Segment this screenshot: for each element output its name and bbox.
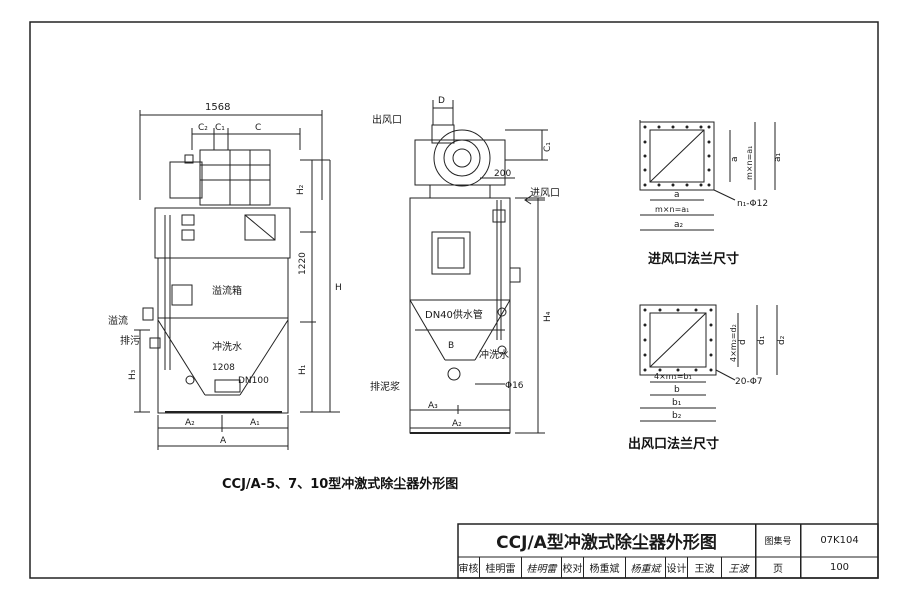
label-sludge: 排泥浆 (370, 380, 400, 393)
dim-h: H (335, 283, 342, 293)
checker-name: 杨重斌 (584, 557, 626, 578)
dim-200: 200 (494, 169, 511, 179)
label-dn40-pipe: DN40供水管 (425, 308, 483, 321)
label-flush-water-side: 冲洗水 (479, 348, 509, 361)
dim-h3: H₃ (128, 369, 138, 380)
label-outlet: 出风口 (372, 113, 402, 126)
dim-1568: 1568 (205, 102, 230, 113)
dim-b: b (674, 385, 680, 395)
dim-1208: 1208 (212, 363, 235, 373)
title-block: CCJ/A型冲激式除尘器外形图 图集号 07K104 审核 桂明雷 桂明雷 校对… (458, 524, 878, 578)
dim-h1: H₁ (298, 364, 308, 375)
dim-c: C (255, 123, 261, 133)
review-label: 审核 (458, 557, 480, 578)
dim-a3-side: A₃ (428, 401, 438, 411)
checker-signature: 杨重斌 (626, 557, 666, 578)
dim-1220: 1220 (298, 252, 308, 275)
label-outlet-holes: 20-Φ7 (735, 377, 763, 387)
dim-a1-inlet: a₁ (773, 152, 783, 162)
dim-h2: H₂ (296, 184, 306, 195)
dim-d-mn: 4×m₂=d₂ (729, 324, 738, 362)
outlet-flange-holes (643, 308, 713, 372)
label-dn100: DN100 (238, 376, 269, 386)
reviewer-name: 桂明雷 (480, 557, 522, 578)
front-view (134, 110, 340, 450)
dim-a-front: A (220, 436, 227, 446)
dim-b: B (448, 341, 454, 351)
dim-d: D (438, 96, 445, 106)
page-number: 100 (829, 562, 850, 573)
designer-signature: 王波 (722, 557, 756, 578)
atlas-number: 07K104 (820, 535, 859, 546)
label-drain: 排污 (120, 334, 140, 347)
dim-mn-inlet: m×n=a₁ (745, 146, 754, 180)
inlet-flange (639, 120, 776, 231)
dim-c1: C₁ (215, 123, 225, 133)
main-caption: CCJ/A-5、7、10型冲激式除尘器外形图 (222, 477, 459, 492)
check-label: 校对 (562, 557, 584, 578)
reviewer-signature: 桂明雷 (522, 557, 562, 578)
design-label: 设计 (666, 557, 688, 578)
dim-c2: C₂ (198, 123, 208, 133)
drawing-frame (29, 21, 879, 579)
dim-a2-inlet: a₂ (674, 220, 684, 230)
dim-a-inlet: a (730, 156, 740, 162)
dim-d1: d₁ (757, 335, 767, 345)
dim-b1: b₁ (672, 398, 682, 408)
outlet-flange (639, 304, 778, 422)
label-flush-water: 冲洗水 (212, 340, 242, 353)
designer-name: 王波 (688, 557, 722, 578)
label-inlet: 进风口 (530, 187, 560, 199)
dim-c1-side: C₁ (543, 142, 553, 152)
title-block-lines (457, 523, 879, 579)
dim-a1-front: A₁ (250, 418, 260, 428)
dim-mn-bottom-inlet: m×n=a₁ (655, 205, 689, 214)
dim-h4: H₄ (543, 311, 553, 322)
label-overflow: 溢流 (108, 314, 128, 327)
label-phi16: Φ16 (505, 381, 524, 391)
inlet-flange-caption: 进风口法兰尺寸 (648, 252, 740, 267)
label-overflow-box: 溢流箱 (212, 284, 242, 297)
dim-d2: d₂ (777, 335, 787, 345)
page-label: 页 (756, 557, 801, 578)
dim-a2-front: A₂ (185, 418, 195, 428)
side-view (409, 100, 548, 434)
outlet-flange-caption: 出风口法兰尺寸 (628, 437, 720, 452)
inlet-flange-holes (643, 125, 711, 187)
dim-b2: b₂ (672, 411, 682, 421)
drawing-title: CCJ/A型冲激式除尘器外形图 (458, 524, 756, 557)
dim-a-bottom-inlet: a (674, 190, 680, 200)
label-inlet-holes: n₁-Φ12 (737, 199, 768, 209)
atlas-number-label: 图集号 (756, 524, 801, 557)
dim-b-mn: 4×m₁=b₁ (654, 372, 692, 381)
dim-a2-side: A₂ (452, 419, 462, 429)
dim-d: d (738, 339, 748, 345)
